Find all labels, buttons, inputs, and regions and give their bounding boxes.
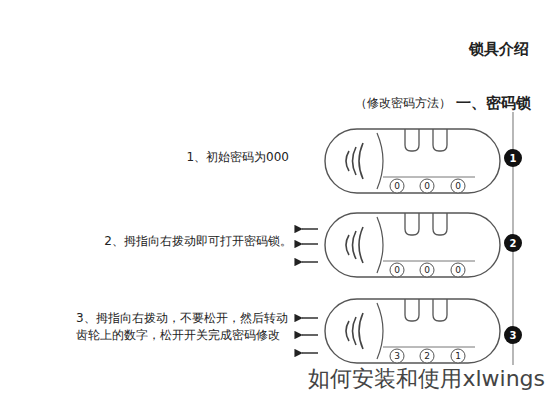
dial-digit: 0	[455, 182, 461, 191]
step-text: 1、初始密码为000	[186, 150, 289, 166]
title: 锁具介绍	[469, 40, 529, 60]
section-subheading: （修改密码方法）	[355, 96, 451, 112]
dial-digit: 2	[424, 352, 430, 361]
dial-digit: 0	[394, 266, 400, 275]
timeline-connector	[512, 252, 513, 326]
step-number: 2	[510, 238, 517, 249]
step-circle: 3	[504, 326, 522, 344]
step-circle: 1	[504, 149, 522, 167]
timeline-connector	[512, 167, 513, 234]
dial-digit: 0	[424, 182, 430, 191]
section-heading: 一、密码锁	[456, 94, 531, 114]
step-text: 3、拇指向右拨动，不要松开，然后转动齿轮上的数字，松开开关完成密码修改	[76, 310, 294, 345]
step-text: 2、拇指向右拨动即可打开密码锁。	[104, 234, 292, 250]
dial-digit: 0	[394, 182, 400, 191]
dial-digit: 0	[455, 266, 461, 275]
step-number: 3	[510, 330, 517, 341]
step-number: 1	[510, 153, 517, 164]
watermark: 如何安装和使用xlwings	[306, 365, 547, 394]
dial-digit: 3	[394, 352, 400, 361]
dial-digit: 1	[455, 352, 461, 361]
dial-digit: 0	[424, 266, 430, 275]
step-circle: 2	[504, 234, 522, 252]
